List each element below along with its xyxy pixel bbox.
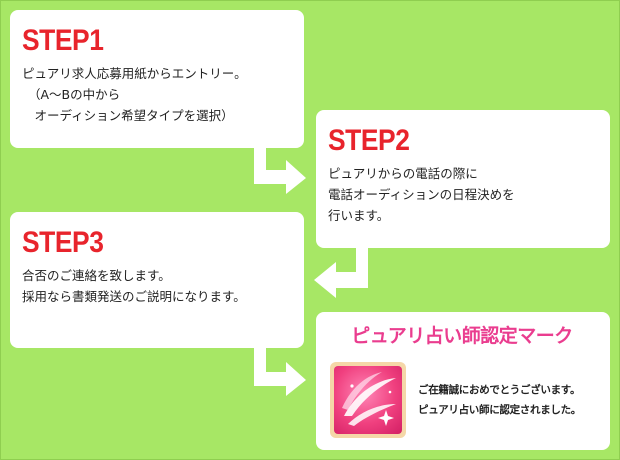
certification-mark-card: ピュアリ占い師認定マーク ご在籍誠におめでとうございます。 ピュアリ占い師に認定… (316, 312, 610, 450)
feather-emblem-icon (330, 362, 406, 438)
certification-mark-line2: ピュアリ占い師に認定されました。 (418, 404, 581, 416)
step1-title: STEP1 (22, 24, 104, 57)
arrow-left-icon (314, 248, 368, 298)
arrow-right-icon (254, 348, 306, 396)
step1-card: STEP1 ピュアリ求人応募用紙からエントリー。 （A～Bの中から オーディショ… (10, 10, 304, 148)
step1-line2: （A～Bの中から (28, 87, 121, 102)
step1-line3: オーディション希望タイプを選択） (22, 108, 234, 123)
step3-line1: 合否のご連絡を致します。 (22, 268, 171, 283)
certification-mark-line1: ご在籍誠におめでとうございます。 (418, 384, 581, 396)
step3-card: STEP3 合否のご連絡を致します。 採用なら書類発送のご説明になります。 (10, 212, 304, 348)
step1-line1: ピュアリ求人応募用紙からエントリー。 (22, 66, 247, 81)
step3-line2: 採用なら書類発送のご説明になります。 (22, 289, 246, 304)
step2-line2: 電話オーディションの日程決めを (328, 187, 515, 202)
certification-mark-row: ご在籍誠におめでとうございます。 ピュアリ占い師に認定されました。 (330, 362, 600, 438)
step2-card: STEP2 ピュアリからの電話の際に 電話オーディションの日程決めを 行います。 (316, 110, 610, 248)
step2-line3: 行います。 (328, 208, 390, 223)
certification-mark-title: ピュアリ占い師認定マーク (351, 325, 573, 347)
arrow-right-icon (254, 148, 306, 194)
step2-title: STEP2 (328, 124, 410, 157)
step2-line1: ピュアリからの電話の際に (328, 166, 478, 181)
step3-title: STEP3 (22, 226, 104, 259)
